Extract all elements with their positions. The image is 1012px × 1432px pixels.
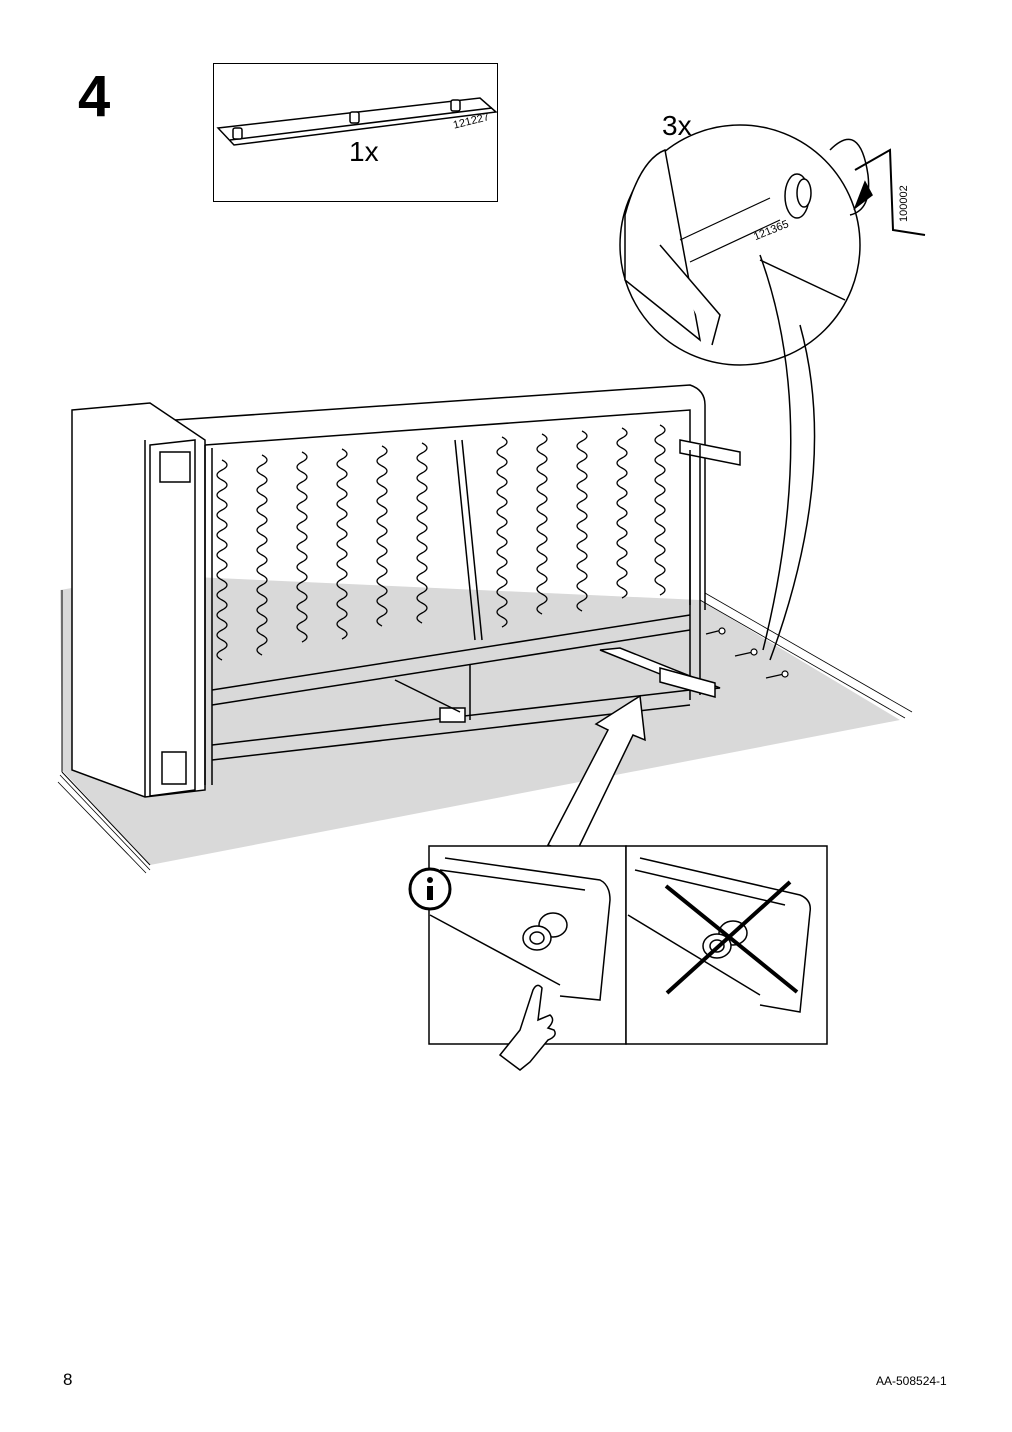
cross-out-icon [664,880,799,995]
document-code: AA-508524-1 [876,1374,947,1388]
rail-quantity: 1x [349,136,379,167]
screw-quantity: 3x [662,110,692,141]
magnified-detail [619,124,926,366]
zigzag-springs [216,424,666,661]
leg-rail [599,439,741,700]
page-number: 8 [63,1370,73,1389]
rail-part-drawing [216,97,498,146]
step-number: 4 [78,64,111,129]
screws [705,627,789,679]
info-icon [408,867,452,911]
pointing-hand-icon [498,984,556,1071]
leader-line [759,254,816,661]
pointer-arrow [546,694,646,856]
allen-key-part-id: 100002 [898,185,910,222]
sofa-armrest [71,402,206,798]
info-panel [428,845,828,1045]
parts-box [213,63,498,202]
